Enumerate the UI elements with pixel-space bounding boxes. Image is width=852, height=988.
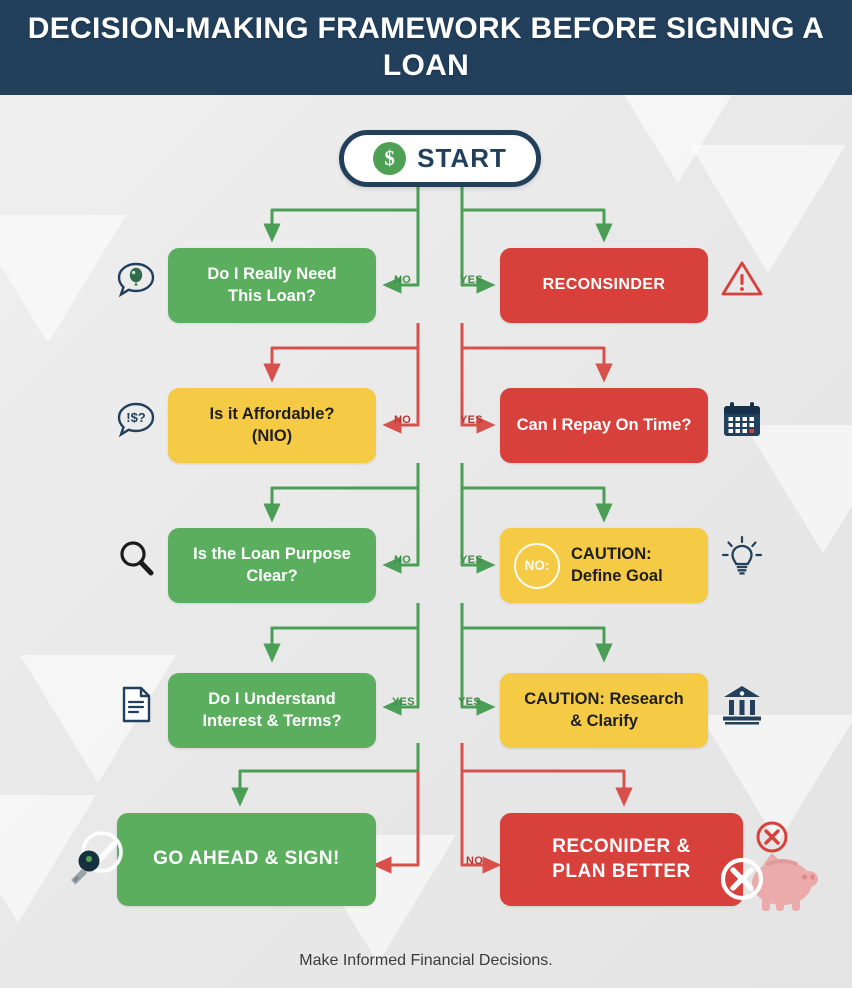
node-line: Clear? — [246, 566, 298, 585]
node-line: Can I Repay On Time? — [516, 415, 692, 434]
watermark-triangle — [690, 145, 846, 273]
lightbulb-icon — [716, 533, 768, 590]
warning-triangle-icon — [716, 253, 768, 310]
edge-label-yes-2: YES — [460, 414, 483, 426]
speech-bubble-question-icon: !$? — [110, 393, 162, 450]
dollar-glyph: $ — [384, 146, 395, 170]
node-line: Do I Understand — [208, 690, 336, 709]
edge-label-no-3: NO — [394, 554, 412, 566]
node-line: CAUTION: Research — [524, 690, 684, 709]
node-line: This Loan? — [227, 286, 316, 305]
node-do-i-understand-interest-terms[interactable]: Do I Understand Interest & Terms? — [168, 673, 376, 748]
watermark-triangle — [600, 95, 756, 183]
flowchart-canvas: $ START Do I Really Need This Loan? RECO… — [0, 95, 852, 988]
node-line: & Clarify — [570, 711, 638, 730]
node-line: GO AHEAD & SIGN! — [153, 848, 340, 870]
edge-label-yes-4b: YES — [458, 696, 481, 708]
node-line: (NIO) — [251, 426, 293, 445]
node-line: Define Goal — [571, 566, 663, 585]
start-node[interactable]: $ START — [339, 130, 541, 187]
node-caution-research-clarify[interactable]: CAUTION: Research & Clarify — [500, 673, 708, 748]
node-caution-define-goal[interactable]: NO: CAUTION: Define Goal — [500, 528, 708, 603]
node-is-the-loan-purpose-clear[interactable]: Is the Loan Purpose Clear? — [168, 528, 376, 603]
edge-label-no-1: NO — [394, 274, 412, 286]
footer-tagline: Make Informed Financial Decisions. — [299, 952, 553, 969]
node-is-it-affordable[interactable]: Is it Affordable? (NIO) — [168, 388, 376, 463]
edge-label-yes-3: YES — [460, 554, 483, 566]
node-line: RECONIDER & — [552, 836, 691, 858]
node-reconsinder[interactable]: RECONSINDER — [500, 248, 708, 323]
edge-label-no-5: NO — [466, 855, 484, 867]
key-check-icon — [62, 822, 138, 903]
node-line: Interest & Terms? — [202, 711, 342, 730]
edge-label-no-2: NO — [394, 414, 412, 426]
node-go-ahead-and-sign[interactable]: GO AHEAD & SIGN! — [117, 813, 376, 906]
page-title: DECISION-MAKING FRAMEWORK BEFORE SIGNING… — [27, 11, 825, 82]
node-reconider-and-plan-better[interactable]: RECONIDER & PLAN BETTER — [500, 813, 743, 906]
node-can-i-repay-on-time[interactable]: Can I Repay On Time? — [500, 388, 708, 463]
svg-text:!$?: !$? — [126, 410, 146, 425]
piggy-bank-blocked-icon — [716, 813, 836, 928]
node-line: RECONSINDER — [542, 276, 666, 294]
node-line: PLAN BETTER — [552, 860, 691, 882]
bank-icon — [716, 678, 768, 735]
dollar-coin-icon: $ — [373, 142, 407, 175]
page-header: DECISION-MAKING FRAMEWORK BEFORE SIGNING… — [0, 0, 852, 95]
document-icon — [110, 678, 162, 735]
edge-label-yes-4a: YES — [392, 696, 415, 708]
node-do-i-really-need-this-loan[interactable]: Do I Really Need This Loan? — [168, 248, 376, 323]
calendar-icon — [716, 393, 768, 450]
node-line: CAUTION: — [571, 545, 652, 564]
edge-label-yes-1: YES — [460, 274, 483, 286]
speech-bubble-idea-icon — [110, 253, 162, 310]
node-line: Do I Really Need — [207, 265, 337, 284]
magnifier-icon — [110, 533, 162, 590]
node-line: Is the Loan Purpose — [193, 545, 351, 564]
start-label: START — [417, 143, 507, 173]
node-line: Is it Affordable? — [209, 405, 335, 424]
watermark-triangle — [0, 215, 126, 343]
no-badge: NO: — [514, 542, 560, 589]
